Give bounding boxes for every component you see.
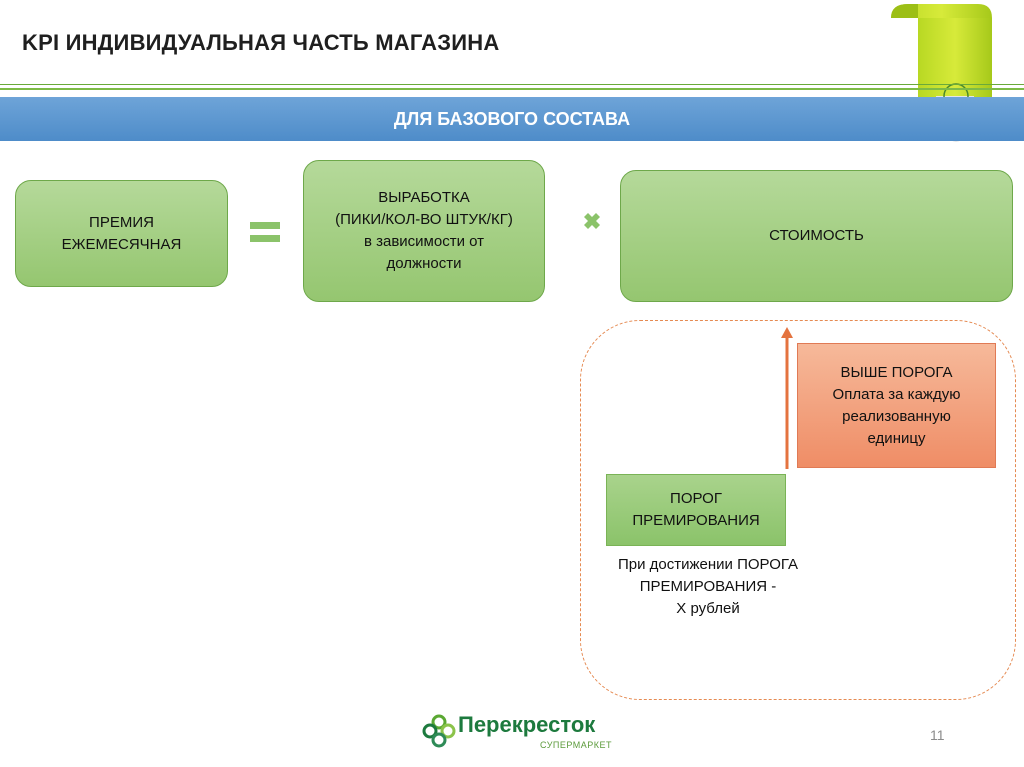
perekrestok-logo-icon (422, 714, 456, 748)
note-line1: При достижении ПОРОГА (617, 556, 798, 573)
page-title: KPI ИНДИВИДУАЛЬНАЯ ЧАСТЬ МАГАЗИНА (22, 30, 500, 55)
header-divider (0, 84, 1024, 85)
threshold-box: ПОРОГ ПРЕМИРОВАНИЯ (606, 474, 786, 546)
section-banner: ДЛЯ БАЗОВОГО СОСТАВА (0, 97, 1024, 141)
threshold-line2: ПРЕМИРОВАНИЯ (632, 512, 760, 529)
cost-label: СТОИМОСТЬ (769, 227, 864, 244)
header-divider-thick (0, 88, 1024, 90)
above-line4: единицу (867, 429, 926, 447)
output-line2: (ПИКИ/КОЛ-ВО ШТУК/КГ) (335, 211, 513, 228)
banner-label: ДЛЯ БАЗОВОГО СОСТАВА (393, 108, 631, 129)
output-box: ВЫРАБОТКА (ПИКИ/КОЛ-ВО ШТУК/КГ) в зависи… (303, 160, 545, 302)
above-line2: Оплата за каждую (832, 385, 961, 403)
output-line3: в зависимости от (363, 233, 485, 250)
output-line1: ВЫРАБОТКА (378, 189, 470, 206)
threshold-group-outline (580, 320, 1016, 700)
above-threshold-box: ВЫШЕ ПОРОГА Оплата за каждую реализованн… (797, 343, 996, 468)
cost-box: СТОИМОСТЬ (620, 170, 1013, 302)
logo-subtitle: СУПЕРМАРКЕТ (540, 740, 613, 750)
note-line2: ПРЕМИРОВАНИЯ - (639, 578, 777, 595)
threshold-note: При достижении ПОРОГА ПРЕМИРОВАНИЯ - Х р… (600, 554, 816, 620)
above-line1: ВЫШЕ ПОРОГА (840, 363, 953, 381)
up-arrow-icon (781, 327, 793, 469)
above-line3: реализованную (842, 407, 951, 425)
equals-icon (250, 222, 280, 242)
premium-line2: ЕЖЕМЕСЯЧНАЯ (61, 235, 182, 253)
logo-text: Перекресток (458, 712, 596, 737)
premium-box: ПРЕМИЯ ЕЖЕМЕСЯЧНАЯ (15, 180, 228, 287)
note-line3: Х рублей (676, 600, 740, 617)
output-line4: должности (386, 255, 462, 272)
multiply-icon (584, 213, 600, 229)
premium-line1: ПРЕМИЯ (89, 213, 154, 231)
threshold-line1: ПОРОГ (670, 490, 722, 507)
page-number: 11 (930, 727, 945, 743)
